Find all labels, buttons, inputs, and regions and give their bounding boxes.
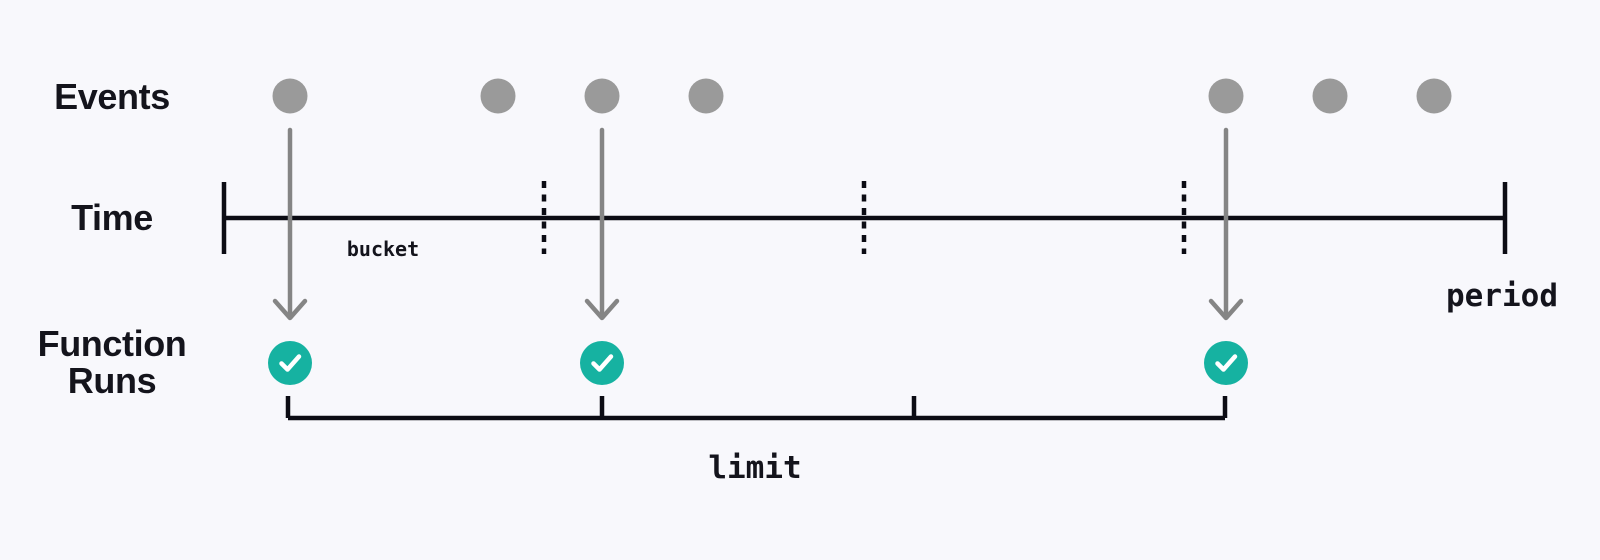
event-dot — [1416, 78, 1452, 114]
function-run-circle — [580, 341, 624, 385]
function-run-circle — [268, 341, 312, 385]
row-label-time: Time — [71, 197, 153, 238]
limit-label: limit — [708, 450, 802, 486]
check-icon — [591, 354, 614, 372]
function-runs-line2: Runs — [67, 360, 157, 401]
event-dot — [272, 78, 308, 114]
function-run-circle — [1204, 341, 1248, 385]
arrow-head-icon — [272, 298, 308, 321]
event-dot — [584, 78, 620, 114]
arrow-head-icon — [584, 298, 620, 321]
event-dot — [1208, 78, 1244, 114]
event-dot — [688, 78, 724, 114]
period-label: period — [1446, 278, 1558, 314]
check-icon — [279, 354, 302, 372]
row-label-events: Events — [54, 76, 170, 117]
arrow-head-icon — [1208, 298, 1244, 321]
bucket-label: bucket — [346, 237, 420, 261]
event-dot — [480, 78, 516, 114]
event-dot — [1312, 78, 1348, 114]
function-runs-line1: Function — [37, 323, 187, 364]
row-label-function-runs: Function Runs — [0, 325, 224, 399]
check-icon — [1215, 354, 1238, 372]
